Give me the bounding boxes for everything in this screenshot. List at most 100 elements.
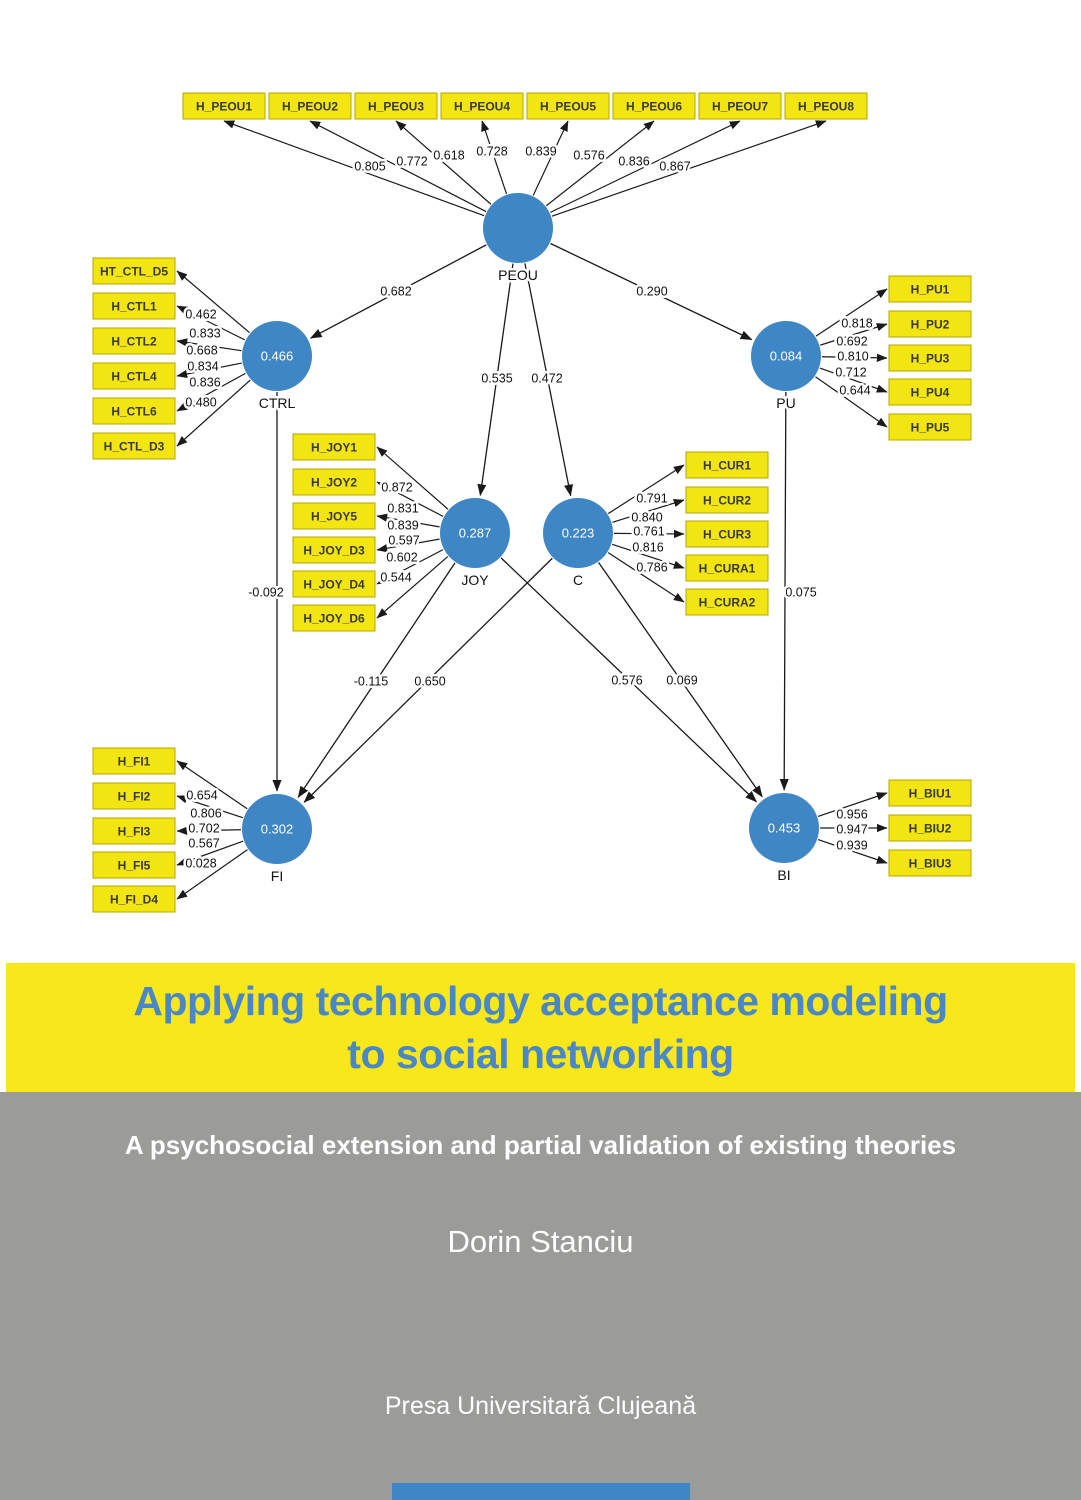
indicator-box-h_cura2 <box>685 588 769 616</box>
indicator-arrow <box>176 795 244 819</box>
indicator-label: H_CTL_D3 <box>104 440 165 454</box>
indicator-label: H_PEOU2 <box>282 100 338 114</box>
loading-label: 0.480 <box>185 396 216 410</box>
indicator-box-h_ctl4 <box>92 362 176 390</box>
loading-label: 0.839 <box>525 145 556 159</box>
indicator-arrow <box>309 120 487 213</box>
construct-label-fi: FI <box>271 868 283 884</box>
indicator-label: H_PEOU6 <box>626 100 682 114</box>
construct-label-peou: PEOU <box>498 267 538 283</box>
indicator-box-h_peou6 <box>612 92 696 120</box>
indicator-box-h_biu3 <box>888 849 972 877</box>
indicator-label: H_PEOU8 <box>798 100 854 114</box>
indicator-box-h_fi2 <box>92 782 176 810</box>
path-coefficient-label-peou-pu: 0.290 <box>636 285 667 299</box>
indicator-label: HT_CTL_D5 <box>100 265 168 279</box>
indicator-arrow <box>176 372 246 412</box>
loading-label: 0.576 <box>573 149 604 163</box>
indicator-arrow <box>176 840 244 866</box>
indicator-label: H_CURA2 <box>699 596 756 610</box>
loading-label: 0.462 <box>185 308 216 322</box>
indicator-arrow <box>176 338 242 352</box>
path-coefficient-label-joy-bi: 0.576 <box>611 674 642 688</box>
path-coefficient-label-c-bi: 0.069 <box>666 674 697 688</box>
loading-label: 0.839 <box>387 519 418 533</box>
loading-label: 0.728 <box>476 145 507 159</box>
indicator-box-h_peou1 <box>182 92 266 120</box>
indicator-label: H_JOY_D4 <box>303 578 365 592</box>
loading-label: 0.836 <box>189 376 220 390</box>
indicator-arrow <box>607 552 685 603</box>
author-name: Dorin Stanciu <box>447 1224 634 1259</box>
path-line-c-bi <box>598 562 763 798</box>
indicator-arrow <box>176 379 251 447</box>
indicator-arrow <box>376 556 449 619</box>
indicator-arrow <box>395 120 492 205</box>
indicator-arrow <box>176 305 246 341</box>
loading-label: 0.818 <box>841 317 872 331</box>
indicator-label: H_CTL4 <box>111 370 157 384</box>
indicator-label: H_JOY5 <box>311 510 357 524</box>
indicator-box-h_fi1 <box>92 747 176 775</box>
indicator-box-h_joy1 <box>292 433 376 461</box>
indicator-arrow <box>821 353 888 362</box>
path-line-peou-pu <box>550 242 753 341</box>
loading-label: 0.668 <box>186 344 217 358</box>
path-line-joy-fi <box>297 562 456 798</box>
loading-label: 0.810 <box>837 350 868 364</box>
loading-label: 0.567 <box>188 837 219 851</box>
indicator-box-h_pu1 <box>888 275 972 303</box>
indicator-label: H_PEOU5 <box>540 100 596 114</box>
loading-label: 0.836 <box>618 155 649 169</box>
loading-label: 0.597 <box>388 534 419 548</box>
loading-label: 0.618 <box>433 149 464 163</box>
indicator-arrow <box>532 120 569 196</box>
indicator-box-h_biu2 <box>888 814 972 842</box>
loading-label: 0.702 <box>188 822 219 836</box>
loading-label: 0.816 <box>632 541 663 555</box>
publisher-name: Presa Universitară Clujeană <box>384 1392 697 1420</box>
loading-label: 0.712 <box>835 366 866 380</box>
loading-label: 0.791 <box>636 492 667 506</box>
construct-r2-joy: 0.287 <box>459 526 492 541</box>
construct-circle-ctrl <box>242 321 312 391</box>
construct-circle-fi <box>242 794 312 864</box>
construct-label-pu: PU <box>776 395 795 411</box>
construct-label-bi: BI <box>777 867 790 883</box>
indicator-label: H_JOY2 <box>311 476 357 490</box>
indicator-arrow <box>376 481 444 517</box>
construct-circle-joy <box>440 498 510 568</box>
path-coefficient-label-peou-ctrl: 0.682 <box>380 285 411 299</box>
indicator-box-h_cura1 <box>685 554 769 582</box>
indicator-arrow <box>815 376 888 428</box>
indicator-label: H_PU3 <box>911 352 950 366</box>
indicator-box-h_joy_d3 <box>292 536 376 564</box>
indicator-arrow <box>545 120 655 207</box>
indicator-label: H_PEOU1 <box>196 100 252 114</box>
indicator-label: H_CUR1 <box>703 459 751 473</box>
loading-label: 0.692 <box>836 335 867 349</box>
indicator-box-h_peou3 <box>354 92 438 120</box>
indicator-box-h_joy5 <box>292 502 376 530</box>
loading-label: 0.947 <box>836 823 867 837</box>
indicator-box-h_pu4 <box>888 378 972 406</box>
book-title-line2: to social networking <box>347 1030 734 1077</box>
path-coefficient-label-ctrl-fi: -0.092 <box>248 586 283 600</box>
indicator-arrow <box>376 513 440 528</box>
indicator-box-h_peou7 <box>698 92 782 120</box>
indicator-arrow <box>607 464 685 515</box>
path-coefficient-label-peou-c: 0.472 <box>531 372 562 386</box>
indicator-arrow <box>817 792 888 817</box>
indicator-arrow <box>820 323 888 346</box>
indicator-label: H_CTL1 <box>111 300 157 314</box>
indicator-arrow <box>176 760 248 810</box>
indicator-arrow <box>481 120 508 195</box>
construct-r2-fi: 0.302 <box>261 822 294 837</box>
path-line-peou-joy <box>477 263 514 497</box>
indicator-label: H_CTL6 <box>111 405 157 419</box>
construct-r2-c: 0.223 <box>562 526 595 541</box>
path-coefficient-label-peou-joy: 0.535 <box>481 372 512 386</box>
indicator-label: H_JOY_D6 <box>303 612 365 626</box>
